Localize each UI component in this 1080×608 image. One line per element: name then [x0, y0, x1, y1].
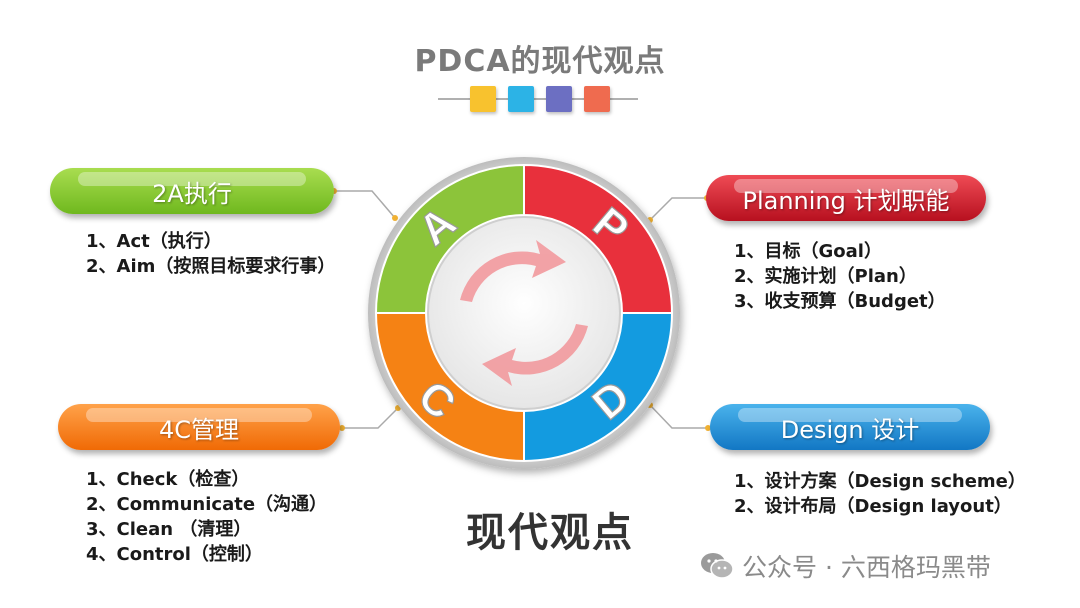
list-item: 2、Communicate（沟通） [86, 494, 328, 515]
segment-a [374, 163, 525, 314]
plan-pill: Planning 计划职能 [706, 175, 986, 221]
check-pill-label: 4C管理 [158, 415, 240, 444]
yellow-square [470, 86, 496, 112]
check-pill: 4C管理 [58, 404, 340, 450]
act-pill-label: 2A执行 [152, 179, 232, 208]
list-item: 2、实施计划（Plan） [734, 266, 917, 287]
connector-design [649, 404, 710, 429]
list-item: 2、Aim（按照目标要求行事） [86, 256, 336, 277]
connector-check [340, 407, 399, 429]
list-item: 3、收支预算（Budget） [734, 291, 946, 312]
design-pill-label: Design 设计 [780, 415, 920, 444]
list-item: 1、设计方案（Design scheme） [734, 471, 1026, 492]
act-pill: 2A执行 [50, 168, 334, 214]
inner-disc [427, 216, 621, 410]
page-title: PDCA的现代观点 [414, 44, 666, 79]
connector-act [332, 190, 396, 219]
title-divider [438, 98, 638, 100]
check-list: 1、Check（检查） 2、Communicate（沟通） 3、Clean （清… [86, 467, 327, 567]
design-list: 1、设计方案（Design scheme） 2、设计布局（Design layo… [734, 469, 1026, 519]
plan-list: 1、目标（Goal） 2、实施计划（Plan） 3、收支预算（Budget） [734, 239, 946, 314]
connector-dot-act-end [392, 215, 398, 221]
connector-dot-design [705, 425, 711, 431]
list-item: 4、Control（控制） [86, 544, 263, 565]
watermark-text: 公众号 · 六西格玛黑带 [742, 553, 991, 582]
plan-pill-label: Planning 计划职能 [742, 186, 950, 215]
purple-square [546, 86, 572, 112]
connector-lines [332, 190, 710, 429]
list-item: 1、Check（检查） [86, 469, 250, 490]
watermark: 公众号 · 六西格玛黑带 [700, 548, 991, 584]
connector-plan [649, 197, 709, 221]
cyan-square [508, 86, 534, 112]
list-item: 3、Clean （清理） [86, 519, 252, 540]
circular-arrows-icon [460, 240, 588, 386]
coral-square [584, 86, 610, 112]
design-pill: Design 设计 [710, 404, 990, 450]
footer-title: 现代观点 [466, 510, 634, 556]
list-item: 2、设计布局（Design layout） [734, 496, 1012, 517]
wechat-icon [701, 553, 734, 579]
list-item: 1、Act（执行） [86, 231, 222, 252]
connector-dot-check [339, 425, 345, 431]
list-item: 1、目标（Goal） [734, 241, 882, 262]
act-list: 1、Act（执行） 2、Aim（按照目标要求行事） [86, 229, 335, 279]
